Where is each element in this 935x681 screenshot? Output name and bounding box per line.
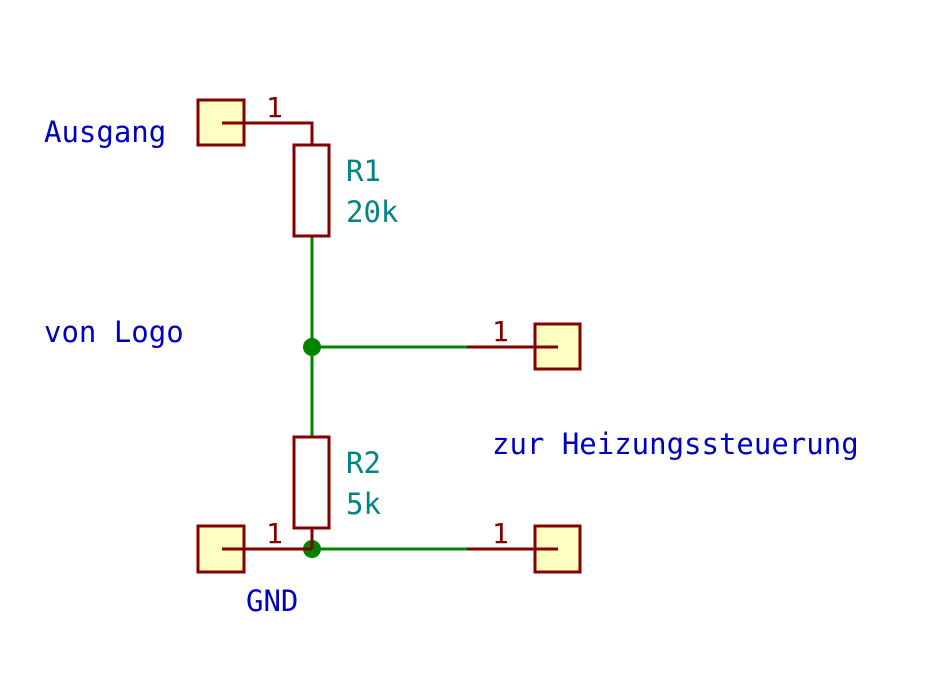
resistor-r2-ref: R2 <box>346 446 381 480</box>
pin-number-output-top: 1 <box>492 315 509 348</box>
pin-number-ausgang: 1 <box>266 91 283 124</box>
resistor-r1-ref: R1 <box>346 154 381 188</box>
junction-middle <box>303 338 321 356</box>
connector-ausgang[interactable]: 1 <box>196 91 314 147</box>
resistor-r2-body <box>292 435 331 530</box>
resistor-r2-value: 5k <box>346 487 381 521</box>
pin-number-output-bottom: 1 <box>492 517 509 550</box>
resistor-r1-body <box>292 143 331 238</box>
connector-ausgang-lead <box>244 121 314 145</box>
resistor-r1[interactable]: R1 20k <box>292 143 399 238</box>
connector-gnd[interactable]: 1 <box>196 517 312 574</box>
label-zur-heizungssteuerung: zur Heizungssteuerung <box>492 427 859 461</box>
pin-number-gnd: 1 <box>266 517 283 550</box>
label-gnd: GND <box>246 584 298 618</box>
resistor-r1-value: 20k <box>346 195 399 229</box>
connector-output-top[interactable]: 1 <box>467 315 582 371</box>
label-von-logo: von Logo <box>44 315 184 349</box>
label-ausgang: Ausgang <box>44 115 166 149</box>
resistor-r2[interactable]: R2 5k <box>292 435 381 549</box>
connector-output-bottom[interactable]: 1 <box>467 517 582 574</box>
